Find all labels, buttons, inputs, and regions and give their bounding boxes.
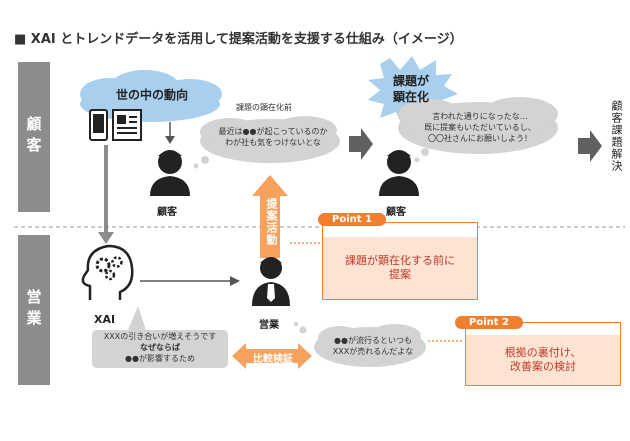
thought-before-text: 最近は●●が起こっているのか わが社も気をつけないとな: [218, 126, 328, 148]
smartphone-icon: [89, 109, 108, 141]
thought-before-line2: わが社も気をつけないとな: [225, 138, 321, 147]
row-label-customer: 顧客: [18, 62, 50, 212]
point1-box: 課題が顕在化する前に 提案: [322, 222, 478, 300]
customer-label-1: 顧客: [157, 207, 177, 218]
world-trend-label: 世の中の動向: [116, 88, 189, 102]
problem-surfacing-label: 課題の顕在化前: [236, 103, 292, 112]
point2-box: 根拠の裏付け、 改善案の検討: [465, 322, 621, 386]
xai-bubble-line2: なぜならば: [140, 343, 180, 352]
xai-speech-bubble: [92, 306, 228, 368]
sales-thought-line1: ●●が流行るといつも: [334, 336, 412, 345]
burst-text: 課題が 顕在化: [384, 73, 438, 105]
xai-label: XAI: [94, 313, 116, 326]
sales-thought-cloud: [293, 321, 426, 367]
thought-after-line1: 言われた通りになったな…: [432, 112, 528, 121]
point1-tag: Point 1: [318, 213, 386, 226]
thought-after-line3: 〇〇社さんにお願いしよう！: [428, 134, 532, 143]
thought-before-line1: 最近は●●が起こっているのか: [218, 127, 328, 136]
xai-bubble-text: XXXの引き合いが増えそうです なぜならば ●●が影響するため: [92, 331, 228, 364]
xai-head-icon: [81, 244, 134, 300]
burst-line1: 課題が: [392, 74, 429, 88]
flow-arrow-2: [578, 130, 602, 162]
point1-line1: 課題が顕在化する前に: [345, 254, 455, 267]
thought-bubble-after: [398, 97, 558, 163]
newspaper-icon: [112, 109, 142, 141]
point2-tag: Point 2: [455, 316, 523, 329]
point2-line1: 根拠の裏付け、: [504, 346, 582, 359]
sales-thought-line2: XXXが売れるんだよな: [332, 347, 414, 356]
burst-line2: 顕在化: [392, 90, 429, 104]
point2-line2: 改善案の検討: [509, 360, 576, 373]
point1-content: 課題が顕在化する前に 提案: [323, 237, 477, 299]
thought-after-text: 言われた通りになったな… 既に提案もいただいているし、 〇〇社さんにお願いしよう…: [412, 111, 548, 144]
sales-label: 営業: [259, 320, 279, 331]
proposal-up-arrow: [252, 175, 288, 258]
comparison-label: 比較検証: [253, 354, 293, 365]
proposal-activity-label: 提案活動: [265, 198, 278, 246]
xai-bubble-line1: XXXの引き合いが増えそうです: [103, 332, 217, 341]
customer-person-icon-2: [379, 150, 419, 196]
point2-content: 根拠の裏付け、 改善案の検討: [466, 335, 620, 385]
thought-bubble-before: [193, 116, 340, 169]
sales-person-icon: [252, 257, 290, 306]
sales-thought-text: ●●が流行るといつも XXXが売れるんだよな: [318, 335, 428, 357]
xai-bubble-line3: ●●が影響するため: [125, 354, 195, 363]
comparison-double-arrow: [232, 343, 312, 369]
row-label-sales: 営業: [18, 235, 50, 385]
customer-person-icon-1: [150, 150, 190, 196]
resolution-label: 顧客課題解決: [610, 100, 623, 172]
point1-line2: 提案: [389, 268, 411, 281]
customer-label-2: 顧客: [386, 207, 406, 218]
thought-after-line2: 既に提案もいただいているし、: [424, 123, 536, 132]
page-title: ■ XAI とトレンドデータを活用して提案活動を支援する仕組み（イメージ）: [14, 32, 463, 47]
flow-arrow-1: [349, 128, 373, 160]
